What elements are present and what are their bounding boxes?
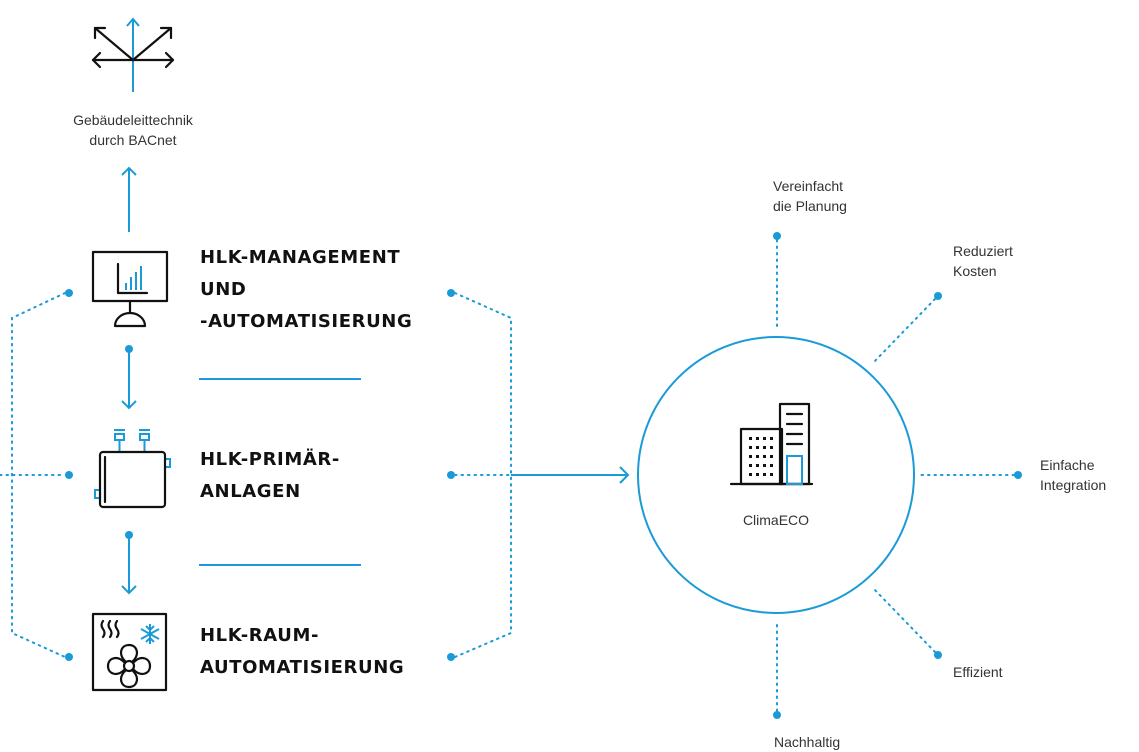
left-dotted-bracket [0,289,73,661]
section-title-line2: AUTOMATISIERUNG [200,657,405,678]
section-title-line1: HLK-MANAGEMENT [200,247,401,268]
benefit-line1: Nachhaltig [774,734,841,750]
heat-cool-fan-icon [91,612,168,692]
benefit-line2: Integration [1040,477,1107,493]
benefit-line1: Effizient [953,664,1003,680]
right-dotted-bracket [447,289,512,661]
connector-arrow-up [121,166,137,232]
benefit-label-vereinfacht: Vereinfacht die Planung [773,176,847,216]
top-label: Gebäudeleittechnik durch BACnet [33,110,233,150]
benefit-label-nachhaltig: Nachhaltig [774,732,840,752]
arrow-to-climaeco [511,466,630,484]
benefit-label-effizient: Effizient [953,662,1003,682]
connector-arrow-down-1 [121,345,137,410]
section-title-line2: ANLAGEN [200,481,301,502]
benefit-line1: Einfache [1040,457,1095,473]
section-title-management: HLK-MANAGEMENT UND -AUTOMATISIERUNG [200,242,412,338]
connector-arrow-down-2 [121,531,137,595]
center-label: ClimaECO [742,512,810,528]
benefit-line1: Reduziert [953,243,1013,259]
benefit-connector-einfache [920,471,1022,479]
climaeco-circle [637,336,915,614]
top-label-line1: Gebäudeleittechnik [73,112,193,128]
benefit-label-reduziert: Reduziert Kosten [953,241,1013,281]
benefit-connector-effizient [872,587,942,659]
benefit-line2: Kosten [953,263,997,279]
section-title-line1: HLK-RAUM- [200,625,320,646]
section-title-primaer: HLK-PRIMÄR- ANLAGEN [200,444,340,508]
monitor-chart-icon [91,250,169,328]
section-title-raum: HLK-RAUM- AUTOMATISIERUNG [200,620,404,684]
arrows-spread-icon [91,17,175,92]
section-title-line2: UND [200,279,247,300]
top-label-line2: durch BACnet [89,132,177,148]
benefit-line1: Vereinfacht [773,178,844,194]
benefit-label-einfache: Einfache Integration [1040,455,1106,495]
benefit-connector-nachhaltig [773,620,781,719]
benefit-line2: die Planung [773,198,847,214]
hvac-unit-icon [94,429,171,509]
section-title-line1: HLK-PRIMÄR- [200,449,340,470]
section-title-line3: -AUTOMATISIERUNG [200,311,413,332]
benefit-connector-reduziert [872,292,942,364]
benefit-connector-vereinfacht [773,232,781,330]
building-icon [729,402,814,486]
